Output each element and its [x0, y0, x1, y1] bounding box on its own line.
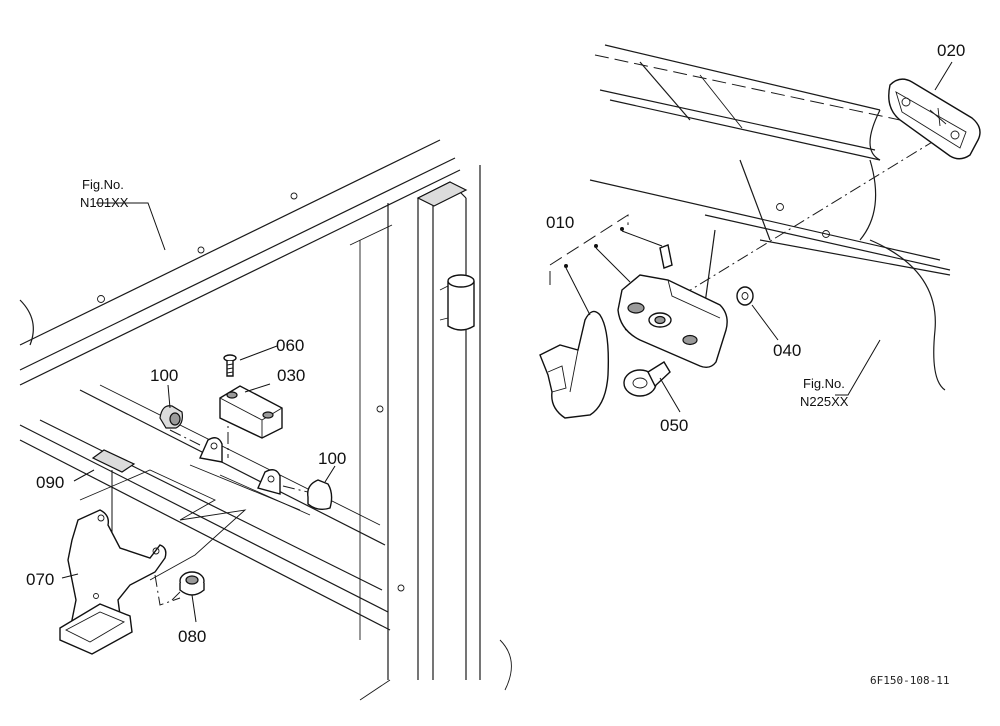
fig-ref-right-code: N225XX	[800, 394, 849, 409]
label-070: 070	[26, 570, 54, 589]
label-010: 010	[546, 213, 574, 232]
hinge-assembly	[79, 410, 321, 581]
part-020-bracket	[888, 78, 981, 160]
fig-ref-left-code: N101XX	[80, 195, 129, 210]
label-050: 050	[660, 416, 688, 435]
figure-references: Fig.No. N101XX Fig.No. N225XX	[80, 177, 849, 409]
label-020: 020	[937, 41, 965, 60]
part-080-knob	[154, 571, 205, 606]
label-100-left: 100	[150, 366, 178, 385]
part-030-block	[219, 385, 283, 439]
left-frame	[19, 139, 512, 701]
part-060-screw	[223, 354, 237, 377]
part-100-cap-left	[159, 405, 183, 429]
part-050-bolt	[623, 361, 671, 397]
part-070-handle	[59, 509, 167, 655]
part-labels: 020 010 040 050 060 030 100 100 090 070 …	[26, 41, 965, 646]
part-040-washer	[736, 286, 754, 306]
fig-ref-left-title: Fig.No.	[82, 177, 124, 192]
leader-lines	[61, 61, 953, 623]
label-060: 060	[276, 336, 304, 355]
part-100-cap-right	[307, 479, 333, 511]
fig-ref-right-title: Fig.No.	[803, 376, 845, 391]
label-090: 090	[36, 473, 64, 492]
label-040: 040	[773, 341, 801, 360]
label-030: 030	[277, 366, 305, 385]
part-010-latch	[539, 214, 728, 419]
drawing-code: 6F150-108-11	[870, 674, 949, 687]
label-080: 080	[178, 627, 206, 646]
label-100-right: 100	[318, 449, 346, 468]
right-panel	[589, 44, 961, 391]
